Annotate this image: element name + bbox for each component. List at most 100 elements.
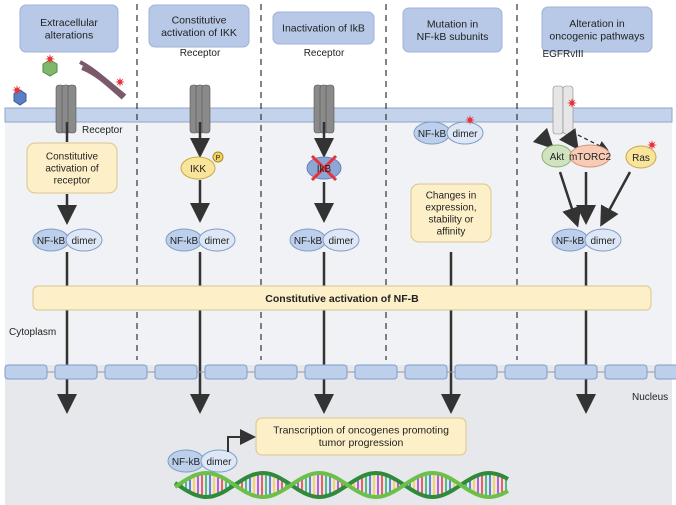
nuclear-envelope-segment	[604, 364, 648, 380]
nfb-activation-bar	[32, 285, 652, 311]
header-box	[402, 7, 503, 53]
dimer-label: dimer	[206, 457, 232, 468]
dimer-subunit	[200, 449, 238, 473]
dna-strand	[173, 470, 509, 500]
nucleus-label: Nucleus	[632, 392, 668, 403]
nuclear-envelope-segment	[254, 364, 298, 380]
mutation-star-icon	[465, 115, 475, 125]
header-label: Inactivation of IkB	[282, 23, 365, 35]
nuclear-envelope-segment	[4, 364, 48, 380]
nuclear-envelope-segment	[304, 364, 348, 380]
receptor-label: Receptor	[304, 48, 345, 59]
egfrviii-subunit	[552, 85, 564, 135]
cell-membrane	[4, 107, 673, 123]
header-box	[541, 6, 653, 53]
phosphate-icon	[212, 151, 224, 163]
dna-strand	[173, 470, 509, 500]
dimer-label: dimer	[71, 236, 97, 247]
ras-icon	[625, 145, 657, 169]
ikk-label: IKK	[190, 164, 206, 175]
mutation-star-icon	[647, 140, 657, 150]
mutation-star-icon	[45, 54, 55, 64]
header-label: NF-kB subunits	[417, 31, 489, 43]
header-box	[148, 4, 250, 48]
nuclear-envelope-segment	[354, 364, 398, 380]
transcription-start-arrow	[227, 429, 256, 452]
changes-label: stability or	[428, 215, 474, 226]
dimer-subunit	[65, 228, 103, 252]
nfkb-label: NF-kB	[172, 457, 201, 468]
changes-label: Changes in	[426, 191, 477, 202]
dimer-subunit	[198, 228, 236, 252]
changes-box	[410, 183, 492, 243]
mtorc2-icon	[569, 144, 611, 168]
nfkb-label: NF-kB	[294, 236, 323, 247]
cytoplasm-label: Cytoplasm	[9, 327, 56, 338]
mutation-star-icon	[115, 77, 125, 87]
receptor-activation-box	[26, 142, 118, 194]
dimer-label: dimer	[204, 236, 230, 247]
cross-icon	[310, 154, 338, 182]
ecm-fiber-icon	[79, 60, 127, 100]
arrow	[600, 171, 632, 227]
dimer-label: dimer	[452, 129, 478, 140]
nfb-activation-label: Constitutive activation of NF-B	[265, 293, 419, 305]
receptor-label: Receptor	[82, 125, 123, 136]
ras-label: Ras	[632, 153, 650, 164]
phosphate-label: P	[216, 155, 221, 162]
receptor-activation-label: receptor	[54, 176, 91, 187]
arrow	[559, 128, 579, 151]
receptor-activation-label: activation of	[45, 164, 99, 175]
akt-label: Akt	[550, 152, 565, 163]
egfrviii-subunit	[562, 85, 574, 135]
nuclear-envelope-segment	[104, 364, 148, 380]
transcription-label: tumor progression	[319, 437, 404, 449]
nuclear-envelope-segment	[404, 364, 448, 380]
header-label: Alteration in	[569, 18, 625, 30]
nfkb-label: NF-kB	[37, 236, 66, 247]
nfkb-label: NF-kB	[418, 129, 447, 140]
nuclear-envelope-segment	[204, 364, 248, 380]
header-box	[272, 11, 375, 45]
nfkb-label: NF-kB	[170, 236, 199, 247]
nuclear-envelope-segment	[504, 364, 548, 380]
header-label: Mutation in	[427, 18, 479, 30]
dimer-label: dimer	[590, 236, 616, 247]
egfrviii-label: EGFRvIII	[542, 49, 583, 60]
transcription-box	[255, 417, 467, 456]
mutation-star-icon	[12, 85, 22, 95]
changes-label: affinity	[437, 227, 466, 238]
receptor-subunit	[201, 84, 211, 134]
nuclear-envelope-segment	[154, 364, 198, 380]
arrow	[558, 171, 582, 228]
header-label: Extracellular	[40, 17, 98, 29]
mutation-star-icon	[567, 98, 577, 108]
receptor-activation-label: Constitutive	[46, 152, 99, 163]
nuclear-envelope-segment	[554, 364, 598, 380]
ikb-label: IkB	[317, 164, 332, 175]
receptor-subunit	[325, 84, 335, 134]
receptor-label: Receptor	[180, 48, 221, 59]
header-label: alterations	[45, 29, 93, 41]
header-box	[19, 4, 119, 53]
dimer-subunit	[446, 121, 484, 145]
ligand-icon	[13, 89, 27, 106]
nuclear-envelope-segment	[654, 364, 676, 380]
header-label: activation of IKK	[161, 27, 237, 39]
dimer-subunit	[584, 228, 622, 252]
header-label: oncogenic pathways	[549, 30, 644, 42]
dimer-label: dimer	[328, 236, 354, 247]
arrow	[532, 127, 555, 150]
dimer-subunit	[322, 228, 360, 252]
header-label: Constitutive	[172, 14, 227, 26]
nuclear-envelope-segment	[454, 364, 498, 380]
changes-label: expression,	[425, 203, 476, 214]
receptor-subunit	[67, 84, 77, 134]
nuclear-envelope-segment	[54, 364, 98, 380]
ikk-icon	[180, 156, 216, 180]
mtorc2-label: mTORC2	[569, 152, 611, 163]
transcription-label: Transcription of oncogenes promoting	[273, 424, 449, 436]
nfkb-label: NF-kB	[556, 236, 585, 247]
